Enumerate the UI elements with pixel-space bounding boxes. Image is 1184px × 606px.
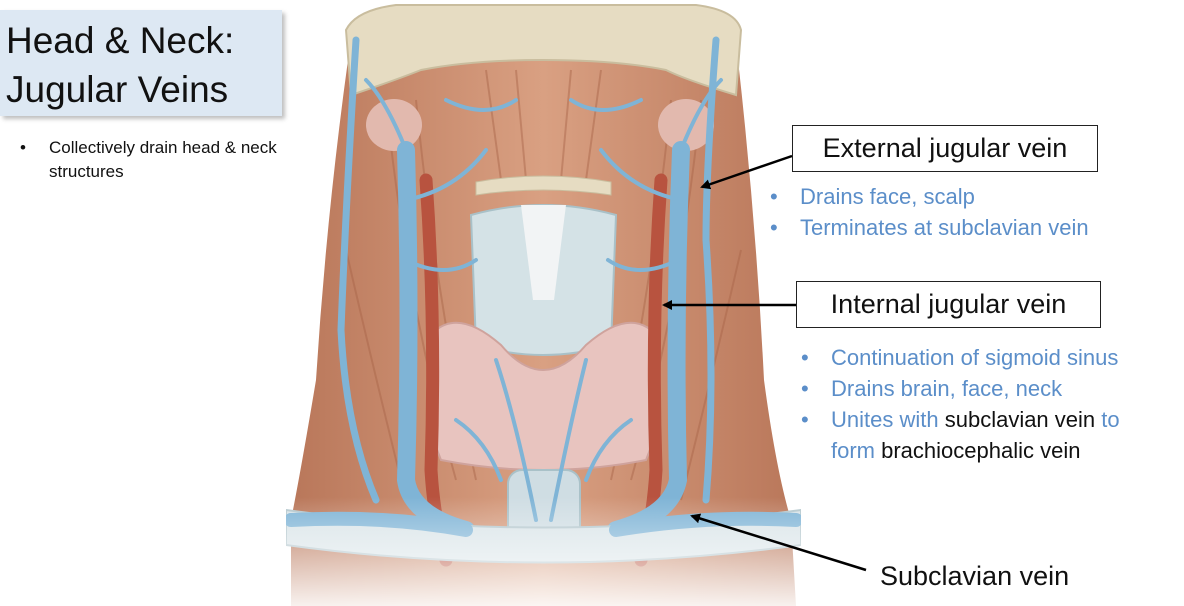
- list-item-text-part: brachiocephalic vein: [875, 438, 1081, 463]
- bottom-fade: [286, 0, 801, 606]
- bullet-marker: •: [20, 138, 26, 157]
- title-line-1: Head & Neck:: [6, 20, 235, 61]
- list-item-text: Continuation of sigmoid sinus: [831, 345, 1119, 370]
- title-box: Head & Neck: Jugular Veins: [0, 10, 282, 116]
- external-jugular-label: External jugular vein: [792, 125, 1098, 172]
- internal-jugular-label: Internal jugular vein: [796, 281, 1101, 328]
- list-item: • Terminates at subclavian vein: [770, 212, 1089, 243]
- bullet-marker: •: [801, 345, 809, 370]
- list-item-text-part: subclavian vein: [944, 407, 1096, 432]
- neck-anatomy-illustration: [286, 0, 801, 606]
- left-bullet-text: Collectively drain head & neck structure…: [49, 138, 277, 181]
- list-item-text-part: to: [1095, 407, 1120, 432]
- list-item-text: Drains brain, face, neck: [831, 376, 1063, 401]
- list-item: • Drains face, scalp: [770, 181, 1089, 212]
- bullet-marker: •: [801, 376, 809, 401]
- list-item: • Drains brain, face, neck: [801, 373, 1179, 404]
- internal-jugular-list: • Continuation of sigmoid sinus • Drains b…: [801, 342, 1179, 466]
- subclavian-label: Subclavian vein: [880, 561, 1070, 591]
- title-line-2: Jugular Veins: [6, 69, 229, 110]
- list-item: • Unites with subclavian vein to form brac…: [801, 404, 1179, 466]
- list-item-text: Drains face, scalp: [800, 184, 975, 209]
- bullet-marker: •: [801, 407, 809, 432]
- bullet-marker: •: [770, 215, 778, 240]
- left-bullet: • Collectively drain head & neck structu…: [20, 136, 310, 184]
- list-item: • Continuation of sigmoid sinus: [801, 342, 1179, 373]
- external-jugular-list: • Drains face, scalp • Terminates at subcl…: [770, 181, 1089, 243]
- list-item-text-part: Unites with: [831, 407, 945, 432]
- list-item-text: Terminates at subclavian vein: [800, 215, 1089, 240]
- bullet-marker: •: [770, 184, 778, 209]
- list-item-text-part: form: [831, 438, 875, 463]
